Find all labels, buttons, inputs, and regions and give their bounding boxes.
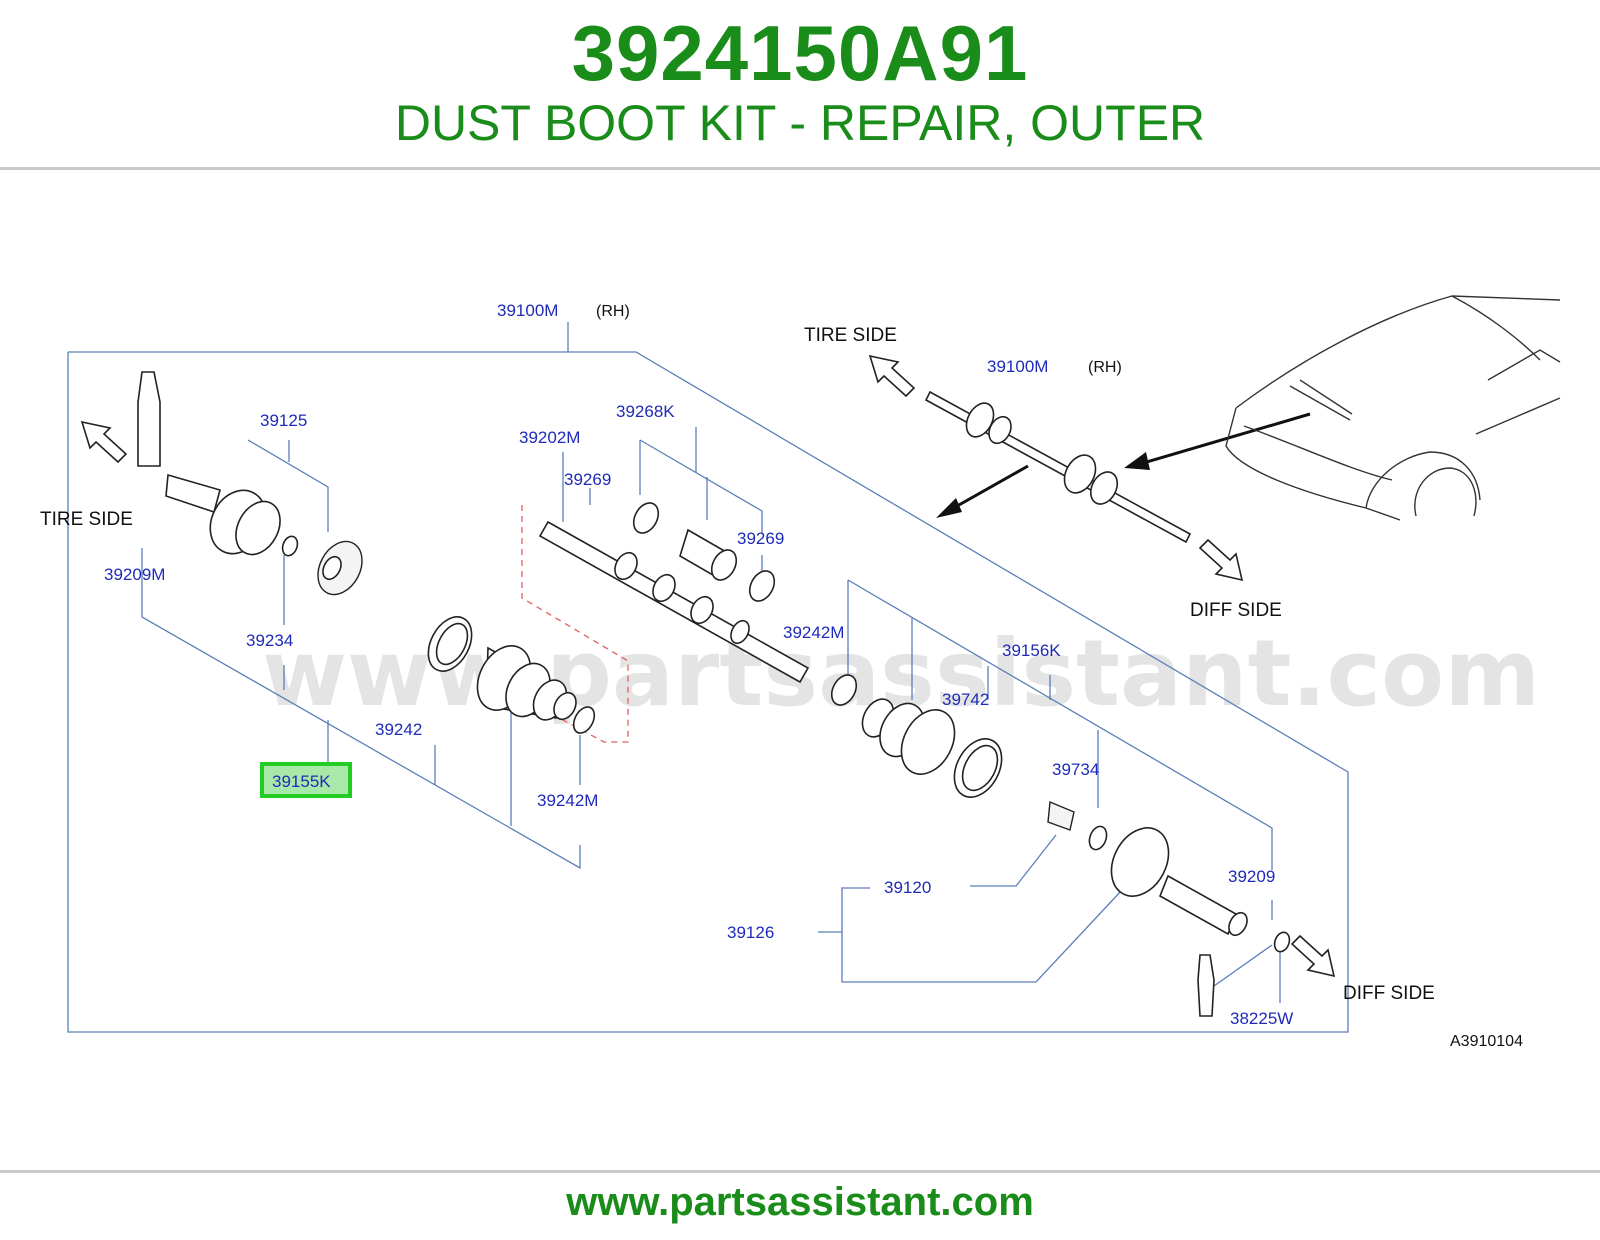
label-39742: 39742 [942, 690, 989, 709]
bracket-39126-b [841, 889, 1123, 983]
main-frame [67, 351, 1349, 1033]
shaft-dashed-outline [521, 505, 629, 743]
circlip-38225W [1273, 931, 1291, 953]
label-rh-main: (RH) [596, 303, 630, 320]
bracket-39125 [247, 439, 329, 532]
outer-cv-joint-39125 [165, 473, 281, 556]
footer-divider [0, 1170, 1600, 1173]
boot-band-39242M [572, 706, 596, 734]
inset-pointer-arrows [936, 412, 1311, 518]
label-39734: 39734 [1052, 760, 1099, 779]
bracket-39156K [847, 579, 1273, 870]
boot-band-39742 [953, 738, 1003, 798]
label-diff-side-top: DIFF SIDE [1190, 600, 1282, 621]
label-39269a: 39269 [564, 470, 611, 489]
leader-39209-b [1213, 944, 1273, 987]
part-name-subtitle: DUST BOOT KIT - REPAIR, OUTER [394, 95, 1206, 151]
dust-boot-39155K [476, 645, 577, 721]
label-39242: 39242 [375, 720, 422, 739]
label-diff-side-bottom: DIFF SIDE [1343, 983, 1435, 1004]
part-number-title: 3924150A91 [571, 9, 1029, 97]
inset-shaft [924, 390, 1192, 544]
label-39268K: 39268K [616, 402, 675, 421]
label-39100M-inset: 39100M [987, 357, 1048, 376]
label-38225W: 38225W [1230, 1009, 1293, 1028]
leader-39120 [970, 834, 1057, 887]
label-39202M: 39202M [519, 428, 580, 447]
label-39155K[interactable]: 39155K [272, 772, 331, 791]
arrow-tire-top-icon [868, 354, 916, 398]
label-39209M: 39209M [104, 565, 165, 584]
car-illustration [1225, 295, 1561, 521]
drive-shaft-39202M [538, 520, 810, 684]
arrow-tire-left-icon [80, 420, 128, 464]
bracket-39126 [841, 887, 870, 932]
inner-cv-housing-39126 [1110, 827, 1248, 937]
label-39100M: 39100M [497, 301, 558, 320]
label-39209: 39209 [1228, 867, 1275, 886]
boot-band-39242M-b [830, 674, 858, 706]
tire-side-tool [137, 371, 161, 467]
snap-ring-39234 [281, 535, 299, 557]
label-39156K: 39156K [1002, 641, 1061, 660]
label-tire-side-top: TIRE SIDE [804, 325, 897, 346]
arrow-diff-top-icon [1198, 538, 1244, 582]
diff-side-tool [1197, 954, 1215, 1017]
footer-url[interactable]: www.partsassistant.com [566, 1180, 1034, 1224]
arrow-diff-bottom-icon [1290, 934, 1336, 978]
spider-39120 [1047, 800, 1075, 831]
boot-band-39242 [427, 616, 473, 672]
header-divider [0, 167, 1600, 170]
snap-ring-39734 [1088, 825, 1108, 851]
label-39242M-b: 39242M [783, 623, 844, 642]
figure-code: A3910104 [1450, 1033, 1523, 1050]
label-39126: 39126 [727, 923, 774, 942]
label-39242M-a: 39242M [537, 791, 598, 810]
label-39125: 39125 [260, 411, 307, 430]
bracket-39209M [141, 548, 581, 870]
clamp-39269a [632, 502, 660, 534]
label-39269b: 39269 [737, 529, 784, 548]
label-tire-side-left: TIRE SIDE [40, 509, 133, 530]
label-rh-inset: (RH) [1088, 359, 1122, 376]
label-39234: 39234 [246, 631, 293, 650]
inner-boot-39156K [861, 698, 956, 775]
bracket-39268K [639, 439, 763, 534]
damper-39268K [679, 528, 738, 581]
header: 3924150A91 DUST BOOT KIT - REPAIR, OUTER [0, 0, 1600, 170]
label-39120: 39120 [884, 878, 931, 897]
inner-race-part [317, 540, 363, 596]
highlight-box-39155K [260, 762, 352, 798]
clamp-39269b [748, 570, 776, 602]
